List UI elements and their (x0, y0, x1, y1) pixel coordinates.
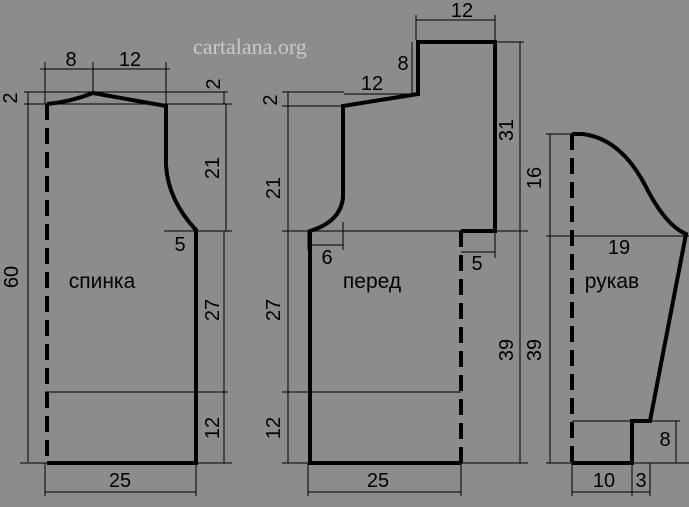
back-shoulder-drop-left-label: 2 (0, 92, 22, 103)
sleeve-cuff-label: 8 (659, 429, 670, 451)
sleeve-length-label: 39 (524, 339, 546, 361)
back-side-label: 27 (202, 299, 224, 321)
back-piece-name: спинка (69, 270, 136, 293)
back-shoulder-label: 12 (119, 49, 141, 71)
front-shoulder-drop-label: 2 (260, 94, 282, 105)
front-inset-right-label: 5 (471, 253, 482, 275)
sleeve-bottom-label: 10 (593, 470, 615, 492)
sleeve-outline (572, 132, 689, 465)
back-armhole-inset-label: 5 (174, 234, 185, 256)
front-rib-label: 12 (263, 417, 285, 439)
back-piece: 8 12 2 2 60 21 5 27 12 25 спинка (0, 49, 232, 496)
back-shoulder-drop-right-label: 2 (203, 78, 225, 89)
sleeve-cuff-width-label: 3 (635, 470, 646, 492)
front-lower-right-label: 39 (496, 339, 518, 361)
front-piece-name: перед (343, 270, 401, 293)
back-length-label: 60 (1, 266, 23, 288)
back-width-label: 25 (109, 470, 131, 492)
front-width-label: 25 (367, 470, 389, 492)
sleeve-cap-label: 16 (524, 167, 546, 189)
front-armhole-label: 21 (263, 177, 285, 199)
back-neck-label: 8 (65, 49, 76, 71)
back-outline (46, 90, 198, 465)
watermark-text: cartalana.org (193, 34, 307, 59)
back-rib-label: 12 (202, 417, 224, 439)
front-piece: 12 8 12 2 31 21 6 5 27 12 39 25 перед (260, 0, 528, 496)
front-side-label: 27 (263, 299, 285, 321)
front-neck-step-label: 8 (397, 53, 408, 75)
back-armhole-label: 21 (202, 157, 224, 179)
sleeve-width-label: 19 (608, 237, 630, 259)
sleeve-piece-name: рукав (585, 270, 639, 293)
sleeve-piece: 16 19 39 8 10 3 рукав (524, 132, 689, 496)
front-shoulder-label: 12 (361, 73, 383, 95)
front-armhole-inset-label: 6 (321, 247, 332, 269)
front-upper-label: 31 (496, 119, 518, 141)
front-top-width-label: 12 (451, 0, 473, 22)
